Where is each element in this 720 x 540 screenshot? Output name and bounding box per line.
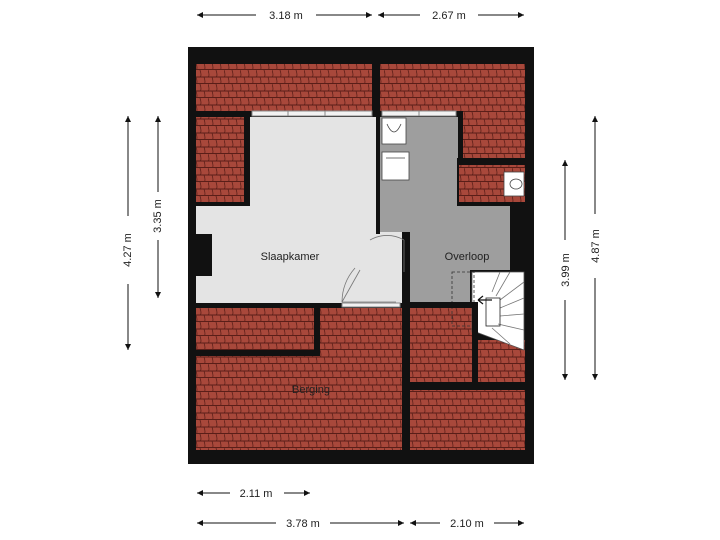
roof-area-bottom-right [410, 390, 525, 450]
roof-area-center [410, 308, 472, 382]
dimension-bottom: 2.11 m 3.78 m 2.10 m [197, 488, 524, 530]
dim-bottom-right: 2.10 m [450, 518, 484, 530]
sink-icon [381, 117, 407, 145]
wall-bedroom-bottom [196, 303, 410, 308]
wall-berging-right [402, 232, 410, 450]
slaapkamer-floor [196, 117, 404, 303]
overloop-floor [380, 117, 510, 302]
dim-bottom-short: 2.11 m [240, 488, 273, 500]
room-label-slaapkamer: Slaapkamer [261, 251, 320, 263]
toilet-icon [503, 171, 525, 197]
wall-left-nook [244, 111, 250, 206]
dimension-left: 4.27 m 3.35 m [122, 116, 164, 350]
dim-right-outer: 4.87 m [590, 229, 602, 263]
wall-right-upper [457, 158, 525, 165]
wall-stair-left [472, 302, 478, 382]
room-label-overloop: Overloop [445, 251, 490, 263]
stair-arrow-icon [477, 295, 501, 327]
roof-area-left-bottom [196, 308, 314, 350]
chimney [196, 234, 212, 276]
roof-area-top-left [196, 64, 372, 111]
roof-area-berging [196, 356, 402, 450]
wall-berging-left [314, 303, 320, 356]
wall-right-mid [457, 202, 525, 206]
room-label-berging: Berging [292, 384, 330, 396]
dim-left-inner: 3.35 m [152, 199, 164, 233]
wall-bottom-inner [188, 450, 534, 464]
dim-left-outer: 4.27 m [122, 233, 134, 267]
dimension-top: 3.18 m 2.67 m [197, 10, 524, 22]
roof-area-top-right [380, 64, 525, 111]
roof-area-berging-upper [320, 308, 402, 356]
door-bedroom[interactable] [369, 235, 405, 272]
roof-area-left [196, 117, 244, 202]
dim-top-right: 2.67 m [432, 10, 466, 22]
dim-top-left: 3.18 m [269, 10, 303, 22]
wall-top-divider [372, 64, 380, 117]
dim-right-inner: 3.99 m [560, 253, 572, 287]
washing-machine-icon [381, 151, 410, 181]
wall-landing-bottom [410, 302, 472, 308]
door-bedroom-bottom[interactable] [341, 267, 396, 303]
wall-left-mid [188, 202, 250, 206]
wall-center-bottom [410, 382, 525, 390]
stair-steps [491, 271, 525, 345]
wall-bedroom-landing [376, 117, 380, 234]
roof-area-right-upper [463, 111, 525, 159]
dimension-right: 3.99 m 4.87 m [560, 116, 602, 380]
dim-bottom-left: 3.78 m [286, 518, 320, 530]
stair-hatch [451, 271, 475, 327]
wall-right-pillar [510, 206, 525, 242]
windows [251, 110, 457, 308]
wall-berging-top [196, 350, 320, 356]
